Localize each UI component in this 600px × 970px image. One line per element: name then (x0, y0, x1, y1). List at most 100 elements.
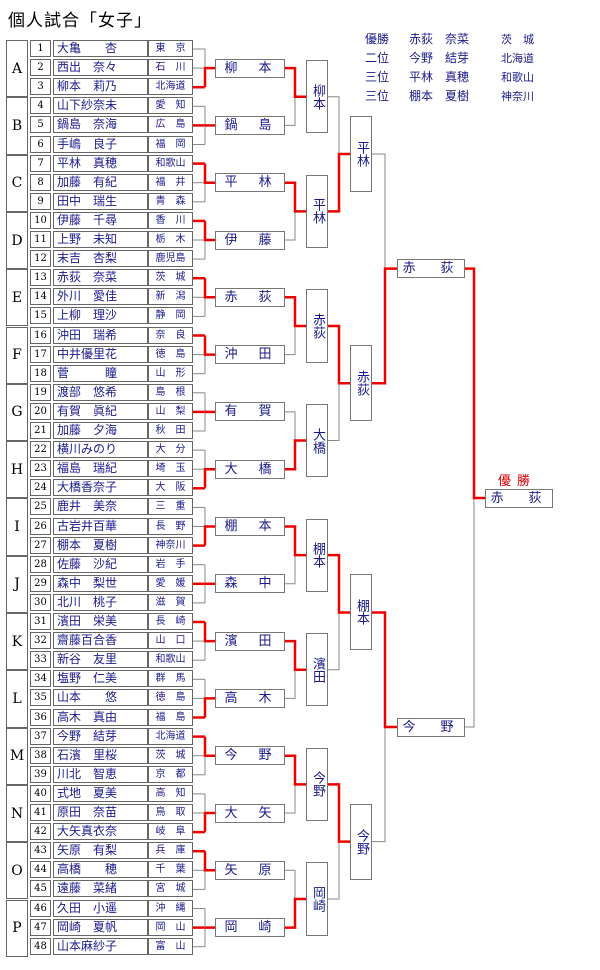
bracket-line (203, 525, 215, 546)
page-title: 個人試合「女子」 (8, 11, 152, 31)
player-number: 29 (30, 574, 51, 592)
bracket-line (203, 697, 215, 718)
player-number: 44 (30, 861, 51, 879)
player-number: 41 (30, 804, 51, 821)
player-name: 加藤 夕海 (53, 422, 148, 439)
player-prefecture: 岐 阜 (148, 823, 193, 841)
player-name: 伊藤 千尋 (53, 211, 148, 229)
player-number: 20 (30, 402, 51, 420)
round1-winner-box: 有 賀 (215, 402, 285, 422)
player-number: 1 (30, 40, 51, 57)
player-number: 19 (30, 383, 51, 401)
player-number: 26 (30, 517, 51, 535)
player-number: 24 (30, 479, 51, 497)
player-prefecture: 沖 縄 (148, 899, 193, 917)
bracket-line (285, 439, 306, 471)
player-name: 岡崎 夏帆 (53, 918, 148, 936)
result-pref: 和歌山 (501, 71, 534, 84)
player-name: 山下紗奈未 (53, 97, 148, 115)
group-label: D (6, 211, 28, 270)
result-name: 平林 真穂 (409, 70, 470, 84)
round2-winner-box: 赤荻 (306, 289, 328, 363)
bracket-line (372, 153, 386, 269)
player-prefecture: 茨 城 (148, 269, 193, 287)
player-prefecture: 青 森 (148, 192, 193, 210)
player-number: 38 (30, 746, 51, 764)
player-name: 矢原 有梨 (53, 842, 148, 860)
player-name: 久田 小遥 (53, 899, 148, 917)
player-number: 23 (30, 460, 51, 478)
group-label: O (6, 842, 28, 900)
player-name: 大矢真衣奈 (53, 823, 148, 841)
semifinal-winner-box: 今 野 (397, 717, 465, 737)
player-name: 鍋島 奈海 (53, 116, 148, 134)
player-number: 40 (30, 784, 51, 802)
group-label: M (6, 727, 28, 785)
player-number: 43 (30, 842, 51, 860)
bracket-line (285, 96, 296, 126)
player-number: 7 (30, 154, 51, 172)
bracket-line (285, 325, 296, 356)
result-row: 優勝 赤荻 奈菜 茨 城 (365, 30, 534, 49)
bracket-line (203, 811, 215, 833)
player-prefecture: 福 岡 (148, 135, 193, 153)
bracket-line (285, 669, 296, 699)
player-name: 渡部 悠希 (53, 383, 148, 401)
player-name: 川北 智恵 (53, 765, 148, 783)
player-prefecture: 岩 手 (148, 555, 193, 573)
player-prefecture: 長 崎 (148, 613, 193, 630)
bracket-line (328, 612, 340, 671)
player-name: 石濱 里桜 (53, 746, 148, 764)
player-name: 塩野 仁美 (53, 670, 148, 688)
bracket-line (328, 841, 340, 900)
player-number: 17 (30, 345, 51, 363)
player-prefecture: 茨 城 (148, 746, 193, 764)
round3-winner-box: 赤荻 (350, 345, 372, 422)
round3-winner-box: 平林 (350, 116, 372, 193)
player-number: 27 (30, 536, 51, 554)
result-pref: 茨 城 (501, 33, 534, 46)
player-name: 新谷 友里 (53, 651, 148, 669)
player-prefecture: 神奈川 (148, 536, 193, 554)
group-label: H (6, 441, 28, 499)
player-number: 28 (30, 555, 51, 573)
player-name: 上柳 理沙 (53, 307, 148, 325)
round3-winner-box: 棚本 (350, 574, 372, 651)
player-name: 棚本 夏樹 (53, 536, 148, 554)
player-name: 高木 真由 (53, 708, 148, 726)
result-row: 三位 平林 真穂 和歌山 (365, 68, 534, 87)
round2-winner-box: 濱田 (306, 633, 328, 707)
player-number: 16 (30, 326, 51, 344)
player-name: 佐藤 沙紀 (53, 555, 148, 573)
player-number: 39 (30, 765, 51, 783)
result-name: 今野 結芽 (409, 51, 470, 65)
group-label: J (6, 555, 28, 613)
bracket-line (285, 296, 306, 328)
round2-winner-box: 岡崎 (306, 862, 328, 936)
round2-winner-box: 平林 (306, 174, 328, 248)
round1-winner-box: 今 野 (215, 746, 285, 766)
group-label: E (6, 269, 28, 327)
player-name: 加藤 有紀 (53, 173, 148, 191)
bracket-line (328, 96, 340, 155)
player-name: 横川みのり (53, 441, 148, 459)
player-number: 15 (30, 307, 51, 325)
group-label: K (6, 613, 28, 671)
player-prefecture: 秋 田 (148, 422, 193, 439)
result-rank: 三位 (365, 70, 390, 84)
result-rank: 優勝 (365, 32, 390, 46)
player-prefecture: 山 口 (148, 632, 193, 650)
player-name: 古岩井百華 (53, 517, 148, 535)
player-prefecture: 徳 島 (148, 689, 193, 707)
result-name: 赤荻 奈菜 (409, 32, 470, 46)
player-number: 31 (30, 613, 51, 630)
player-name: 田中 瑞生 (53, 192, 148, 210)
player-name: 中井優里花 (53, 345, 148, 363)
player-prefecture: 兵 庫 (148, 842, 193, 860)
player-number: 3 (30, 78, 51, 96)
player-name: 原田 奈苗 (53, 804, 148, 821)
player-name: 大橋香奈子 (53, 479, 148, 497)
player-prefecture: 京 都 (148, 765, 193, 783)
player-number: 48 (30, 937, 51, 955)
player-prefecture: 北海道 (148, 727, 193, 745)
